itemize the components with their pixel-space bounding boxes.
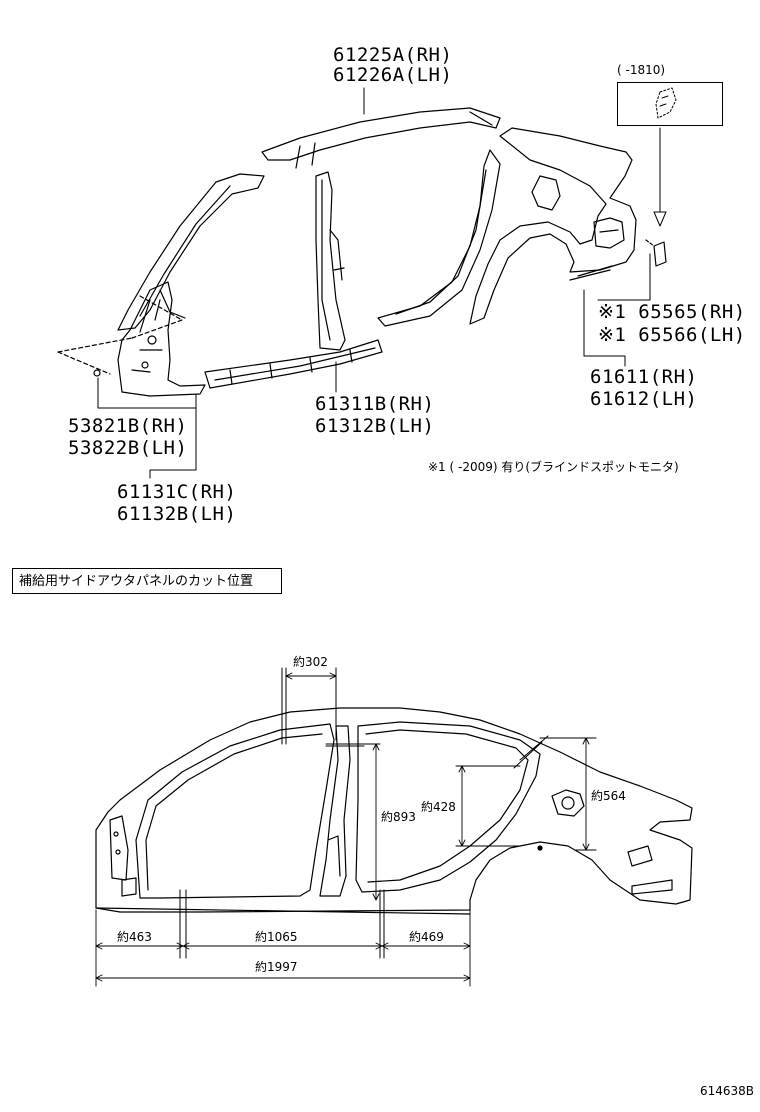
dimension-1997: 約1997: [254, 960, 299, 974]
center-pillar-part: [315, 171, 346, 351]
part-label-61311b: 61311B(RH): [315, 393, 435, 415]
cowl-side-part: [57, 281, 206, 397]
dimension-893: 約893: [380, 810, 417, 824]
part-label-53822b: 53822B(LH): [68, 437, 188, 459]
inset-bracket-drawing: [655, 87, 677, 119]
part-label-61312b: 61312B(LH): [315, 415, 435, 437]
figure-code: 614638B: [700, 1084, 755, 1098]
front-pillar-part: [117, 173, 265, 331]
quarter-panel-part: [469, 127, 637, 325]
side-outer-panel-outline: [95, 707, 693, 915]
part-label-53821b: 53821B(RH): [68, 415, 188, 437]
dimension-564: 約564: [590, 789, 627, 803]
rocker-panel-part: [204, 339, 383, 389]
part-label-61611: 61611(RH): [590, 366, 698, 388]
cut-lines: [179, 667, 549, 959]
part-label-65565: ※1 65565(RH): [598, 301, 746, 323]
part-label-61131c: 61131C(RH): [117, 481, 237, 503]
dimension-1065: 約1065: [254, 930, 299, 944]
leader-lines: [97, 87, 667, 479]
dimension-302: 約302: [292, 655, 329, 669]
part-label-61225a: 61225A(RH): [333, 44, 453, 66]
part-label-61612: 61612(LH): [590, 388, 698, 410]
part-label-65566: ※1 65566(LH): [598, 324, 746, 346]
part-label-61226a: 61226A(LH): [333, 64, 453, 86]
roof-side-rail-part: [261, 107, 501, 169]
inset-caption: ( -1810): [617, 63, 666, 77]
part-label-61132b: 61132B(LH): [117, 503, 237, 525]
footnote-blind-spot-monitor: ※1 ( -2009) 有り(ブラインドスポットモニタ): [428, 460, 679, 474]
rear-frame-part: [377, 149, 501, 327]
bracket-part: [645, 239, 667, 267]
inset-box: [617, 82, 723, 126]
dimension-lines: [95, 672, 597, 987]
dimension-428: 約428: [420, 800, 457, 814]
dimension-469: 約469: [408, 930, 445, 944]
section-title-cut-position: 補給用サイドアウタパネルのカット位置: [12, 568, 282, 594]
dimension-463: 約463: [116, 930, 153, 944]
